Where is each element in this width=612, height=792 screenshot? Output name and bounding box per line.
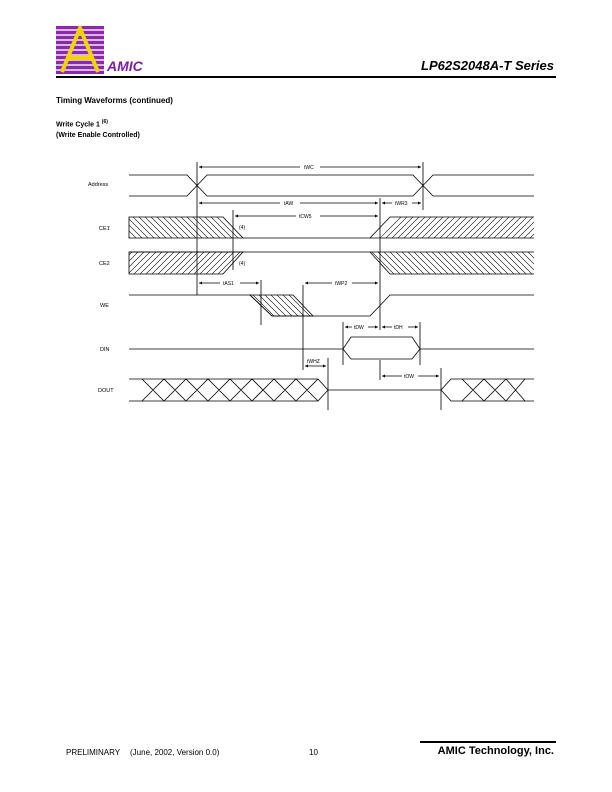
ce1-waveform bbox=[128, 216, 244, 239]
brand-name: AMIC bbox=[107, 58, 143, 74]
note-4-ce1: (4) bbox=[239, 225, 245, 231]
twp-label: tWP2 bbox=[335, 281, 347, 287]
we-label: WE bbox=[100, 303, 109, 309]
din-waveform bbox=[129, 336, 534, 360]
header-rule bbox=[56, 76, 556, 78]
footer-date: (June, 2002, Version 0.0) bbox=[130, 748, 220, 757]
we-waveform bbox=[129, 294, 534, 317]
tas-label: tAS1 bbox=[223, 281, 234, 287]
write-cycle-subtitle: (Write Enable Controlled) bbox=[56, 132, 140, 140]
footer-company: AMIC Technology, Inc. bbox=[437, 745, 554, 757]
tcw-label: tCW5 bbox=[299, 214, 312, 220]
tow-label: tOW bbox=[404, 374, 414, 380]
note-4-ce2: (4) bbox=[239, 261, 245, 267]
footnote-ref: (6) bbox=[101, 119, 108, 125]
address-waveform bbox=[129, 174, 534, 197]
ce1-label: CE1 bbox=[99, 226, 110, 232]
section-title: Timing Waveforms (continued) bbox=[56, 96, 173, 105]
dout-label: DOUT bbox=[98, 388, 114, 394]
diagram-title: Write Cycle 1 (6) (Write Enable Controll… bbox=[56, 117, 140, 141]
write-cycle-title: Write Cycle 1 bbox=[56, 121, 100, 129]
twr-label: tWR3 bbox=[395, 201, 408, 207]
ce2-waveform bbox=[128, 251, 244, 275]
tdw-label: tDW bbox=[354, 325, 364, 331]
page-number: 10 bbox=[309, 748, 318, 757]
address-label: Address bbox=[88, 182, 108, 188]
amic-logo bbox=[56, 22, 104, 74]
product-series: LP62S2048A-T Series bbox=[421, 58, 554, 73]
ce2-label: CE2 bbox=[99, 261, 110, 267]
tdh-label: tDH bbox=[394, 325, 403, 331]
twhz-label: tWHZ bbox=[307, 359, 320, 365]
din-label: DIN bbox=[100, 347, 110, 353]
twc-label: tWC bbox=[304, 165, 314, 171]
footer-rule bbox=[420, 741, 556, 743]
taw-label: tAW bbox=[284, 201, 294, 207]
footer-status: PRELIMINARY bbox=[66, 748, 121, 757]
